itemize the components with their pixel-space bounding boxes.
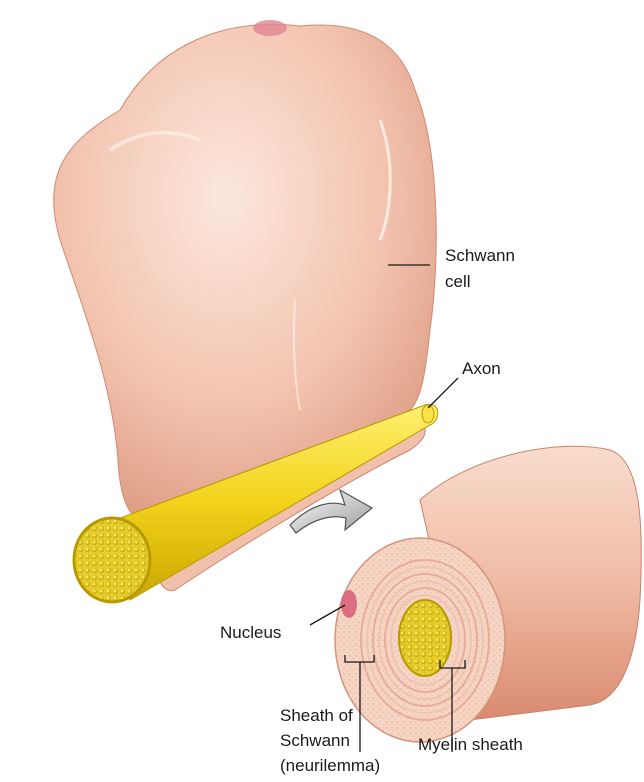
label-sheath-3: (neurilemma) [280,756,380,775]
label-myelin-sheath: Myelin sheath [418,735,523,754]
label-schwann-cell-2: cell [445,272,471,291]
nucleus [341,590,357,618]
leader-axon [428,378,458,408]
label-axon: Axon [462,359,501,378]
myelinated-segment [335,446,641,742]
label-nucleus: Nucleus [220,623,281,642]
axon-core [399,600,451,676]
label-schwann-cell-1: Schwann [445,246,515,265]
axon-cross-section [74,518,150,602]
nucleus-on-flap [253,20,287,36]
label-sheath-1: Sheath of [280,706,353,725]
label-sheath-2: Schwann [280,731,350,750]
